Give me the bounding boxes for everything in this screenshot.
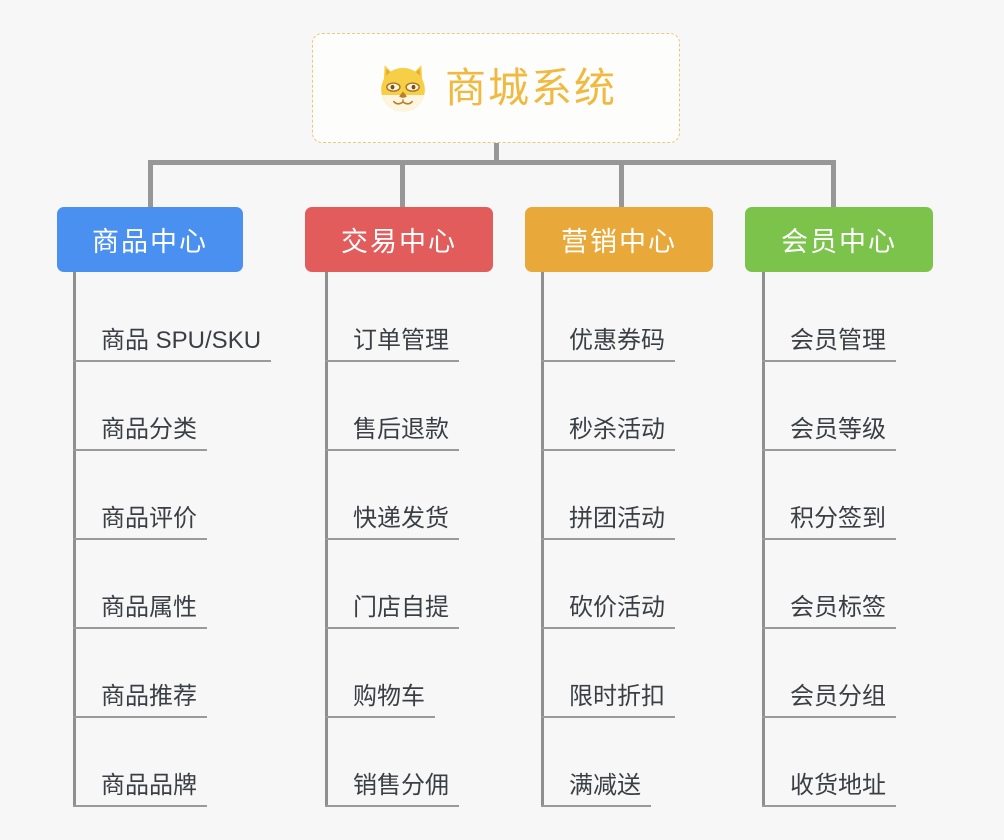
- leaf-item-label: 订单管理: [325, 326, 459, 362]
- leaf-item-label: 收货地址: [762, 771, 896, 807]
- leaf-item-label: 砍价活动: [541, 593, 675, 629]
- leaf-item-label: 购物车: [325, 682, 435, 718]
- category-header-label: 商品中心: [92, 227, 208, 257]
- leaf-item[interactable]: 会员分组: [762, 672, 896, 718]
- category-header-marketing-center[interactable]: 营销中心: [525, 207, 713, 272]
- leaf-item-label: 商品品牌: [73, 771, 207, 807]
- category-header-member-center[interactable]: 会员中心: [745, 207, 933, 272]
- leaf-item-label: 商品分类: [73, 415, 207, 451]
- leaf-item[interactable]: 积分签到: [762, 494, 896, 540]
- leaf-item[interactable]: 会员管理: [762, 316, 896, 362]
- connector-drop-product-center: [148, 160, 153, 207]
- category-header-trade-center[interactable]: 交易中心: [305, 207, 493, 272]
- leaf-item-label: 秒杀活动: [541, 415, 675, 451]
- leaf-item[interactable]: 商品推荐: [73, 672, 207, 718]
- leaf-item[interactable]: 订单管理: [325, 316, 459, 362]
- connector-drop-marketing-center: [619, 160, 624, 207]
- leaf-item-label: 限时折扣: [541, 682, 675, 718]
- leaf-item[interactable]: 商品分类: [73, 405, 207, 451]
- leaf-item-label: 商品属性: [73, 593, 207, 629]
- category-header-label: 营销中心: [561, 227, 677, 257]
- leaf-item-label: 门店自提: [325, 593, 459, 629]
- root-node-shop-system[interactable]: 商城系统: [312, 33, 680, 143]
- leaf-item[interactable]: 会员标签: [762, 583, 896, 629]
- leaf-item-label: 满减送: [541, 771, 651, 807]
- leaf-item[interactable]: 会员等级: [762, 405, 896, 451]
- leaf-item-label: 积分签到: [762, 504, 896, 540]
- leaf-item-label: 会员管理: [762, 326, 896, 362]
- leaf-item-label: 商品评价: [73, 504, 207, 540]
- leaf-item[interactable]: 商品 SPU/SKU: [73, 316, 272, 362]
- category-header-label: 会员中心: [781, 227, 897, 257]
- leaf-item[interactable]: 收货地址: [762, 761, 896, 807]
- connector-drop-trade-center: [400, 160, 405, 207]
- leaf-item[interactable]: 快递发货: [325, 494, 459, 540]
- leaf-item[interactable]: 满减送: [541, 761, 651, 807]
- leaf-item-label: 商品推荐: [73, 682, 207, 718]
- connector-root-stem: [494, 143, 499, 164]
- root-node-title: 商城系统: [445, 64, 617, 111]
- leaf-item[interactable]: 拼团活动: [541, 494, 675, 540]
- leaf-item[interactable]: 砍价活动: [541, 583, 675, 629]
- leaf-item[interactable]: 商品评价: [73, 494, 207, 540]
- leaf-item-label: 会员分组: [762, 682, 896, 718]
- leaf-item[interactable]: 秒杀活动: [541, 405, 675, 451]
- connector-horizontal-bus: [148, 160, 834, 165]
- leaf-item[interactable]: 限时折扣: [541, 672, 675, 718]
- leaf-item-label: 售后退款: [325, 415, 459, 451]
- connector-drop-member-center: [831, 160, 836, 207]
- leaf-item-label: 会员标签: [762, 593, 896, 629]
- leaf-item[interactable]: 商品品牌: [73, 761, 207, 807]
- leaf-item[interactable]: 商品属性: [73, 583, 207, 629]
- category-header-label: 交易中心: [341, 227, 457, 257]
- leaf-item[interactable]: 优惠券码: [541, 316, 675, 362]
- leaf-item-label: 快递发货: [325, 504, 459, 540]
- leaf-item-label: 商品 SPU/SKU: [73, 326, 272, 362]
- shiba-dog-face-icon: [375, 60, 431, 116]
- leaf-item[interactable]: 销售分佣: [325, 761, 459, 807]
- leaf-item-label: 会员等级: [762, 415, 896, 451]
- leaf-item-label: 优惠券码: [541, 326, 675, 362]
- leaf-item-label: 销售分佣: [325, 771, 459, 807]
- leaf-item-label: 拼团活动: [541, 504, 675, 540]
- leaf-item[interactable]: 购物车: [325, 672, 435, 718]
- category-header-product-center[interactable]: 商品中心: [57, 207, 243, 272]
- leaf-item[interactable]: 售后退款: [325, 405, 459, 451]
- leaf-item[interactable]: 门店自提: [325, 583, 459, 629]
